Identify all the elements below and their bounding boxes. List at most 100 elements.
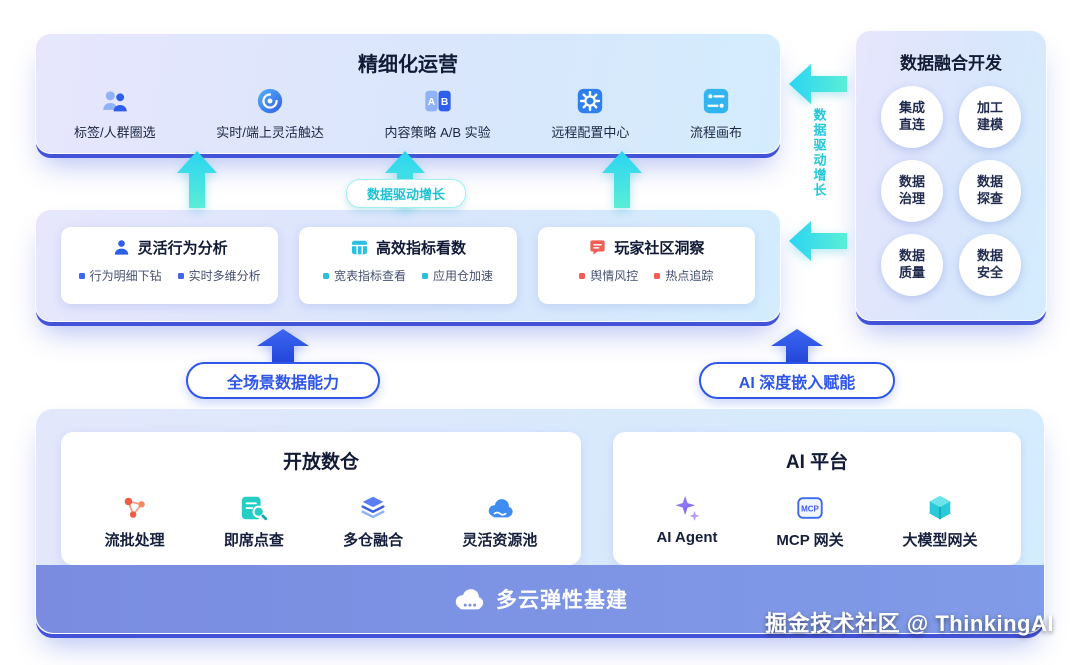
fusion-item: 加工 建模 bbox=[959, 86, 1021, 148]
card-head: 灵活行为分析 bbox=[69, 237, 270, 258]
bullet-marker bbox=[579, 272, 586, 279]
community-chat-icon bbox=[588, 238, 607, 257]
ai-agent-sparkle-icon bbox=[672, 493, 702, 523]
fusion-item-line: 质量 bbox=[898, 265, 925, 280]
fusion-item-line: 直连 bbox=[898, 117, 925, 132]
warehouse-item-multi-warehouse: 多仓融合 bbox=[343, 493, 403, 550]
bullet-item: 应用仓加速 bbox=[421, 267, 493, 284]
feature-label: 远程配置中心 bbox=[551, 125, 630, 140]
left-arrow-icon bbox=[789, 64, 847, 104]
realtime-reach-icon bbox=[255, 86, 285, 116]
open-warehouse-card: 开放数仓 流批处理 bbox=[61, 432, 581, 565]
platform-panel: 开放数仓 流批处理 bbox=[35, 408, 1045, 634]
ai-item-model-gateway: 大模型网关 bbox=[903, 493, 978, 550]
mcp-icon-text: MCP bbox=[801, 504, 819, 513]
refined-operations-items: 标签/人群圈选 实时/端上灵活触达 A bbox=[36, 77, 780, 141]
feature-item-flow-canvas: 流程画布 bbox=[690, 86, 742, 141]
gear-icon bbox=[575, 86, 605, 116]
ab-icon-letter-b: B bbox=[440, 97, 447, 108]
feature-item-remote-config: 远程配置中心 bbox=[551, 86, 629, 141]
feature-item-audience: 标签/人群圈选 bbox=[74, 86, 156, 141]
vertical-arrow-label: 数据驱动增长 bbox=[811, 108, 827, 198]
ab-test-icon: A B bbox=[423, 86, 453, 116]
ai-item-agent: AI Agent bbox=[656, 493, 718, 550]
resource-pool-icon bbox=[484, 493, 516, 523]
fusion-item-line: 安全 bbox=[976, 265, 1003, 280]
adhoc-query-icon bbox=[239, 493, 269, 523]
bullet-text: 行为明细下钻 bbox=[89, 269, 162, 283]
ai-platform-title: AI 平台 bbox=[785, 452, 849, 473]
bullet-marker bbox=[177, 272, 184, 279]
behavior-person-icon bbox=[112, 238, 131, 257]
warehouse-item-label: 灵活资源池 bbox=[462, 532, 538, 549]
stream-batch-icon bbox=[120, 493, 150, 523]
refined-operations-title: 精细化运营 bbox=[358, 54, 458, 76]
mcp-badge-icon: MCP bbox=[795, 493, 825, 523]
fusion-item-line: 加工 bbox=[976, 100, 1003, 116]
metrics-table-icon bbox=[350, 238, 369, 257]
fusion-item: 集成 直连 bbox=[881, 86, 943, 148]
fusion-item-line: 数据 bbox=[898, 248, 925, 264]
bullet-item: 实时多维分析 bbox=[177, 267, 261, 284]
bullet-marker bbox=[78, 272, 85, 279]
ai-item-label: AI Agent bbox=[656, 529, 718, 546]
fusion-item: 数据 探查 bbox=[959, 160, 1021, 222]
watermark: 掘金技术社区 @ ThinkingAI bbox=[765, 611, 1054, 636]
infra-bar: 多云弹性基建 bbox=[36, 565, 1044, 633]
card-bullets: 行为明细下钻 实时多维分析 bbox=[69, 267, 270, 284]
warehouse-item-adhoc-query: 即席点查 bbox=[224, 493, 284, 550]
ai-empower-pill: AI 深度嵌入赋能 bbox=[699, 362, 895, 399]
bullet-marker bbox=[654, 272, 661, 279]
warehouse-item-label: 多仓融合 bbox=[343, 532, 404, 549]
feature-label: 流程画布 bbox=[689, 125, 742, 140]
full-scenario-pill: 全场景数据能力 bbox=[186, 362, 380, 399]
fusion-item-line: 数据 bbox=[976, 174, 1003, 190]
ai-platform-card: AI 平台 AI Agent MCP bbox=[613, 432, 1021, 565]
open-warehouse-title: 开放数仓 bbox=[282, 452, 359, 473]
people-icon bbox=[100, 86, 130, 116]
growth-pill: 数据驱动增长 bbox=[346, 179, 466, 208]
card-title: 玩家社区洞察 bbox=[614, 240, 705, 257]
cloud-icon bbox=[452, 586, 486, 612]
fusion-item-line: 治理 bbox=[898, 191, 925, 206]
card-title: 高效指标看数 bbox=[375, 240, 466, 257]
bullet-item: 舆情风控 bbox=[579, 267, 638, 284]
feature-item-realtime-reach: 实时/端上灵活触达 bbox=[216, 86, 324, 141]
fusion-item-line: 建模 bbox=[976, 117, 1003, 132]
card-head: 玩家社区洞察 bbox=[546, 237, 747, 258]
card-community-insight: 玩家社区洞察 舆情风控 热点追踪 bbox=[537, 227, 755, 304]
card-bullets: 宽表指标查看 应用仓加速 bbox=[307, 267, 508, 284]
warehouse-item-label: 流批处理 bbox=[104, 532, 165, 549]
bullet-text: 舆情风控 bbox=[590, 269, 639, 283]
data-fusion-title: 数据融合开发 bbox=[900, 54, 1002, 73]
ai-item-mcp-gateway: MCP MCP 网关 bbox=[776, 493, 844, 550]
fusion-item: 数据 治理 bbox=[881, 160, 943, 222]
warehouse-item-label: 即席点查 bbox=[223, 532, 284, 549]
bullet-marker bbox=[421, 272, 428, 279]
fusion-item-line: 数据 bbox=[898, 174, 925, 190]
fusion-item-line: 探查 bbox=[976, 191, 1003, 206]
bullet-item: 热点追踪 bbox=[654, 267, 713, 284]
left-arrow-icon bbox=[789, 221, 847, 261]
bullet-text: 应用仓加速 bbox=[432, 269, 493, 283]
fusion-item-line: 数据 bbox=[976, 248, 1003, 264]
fusion-item: 数据 安全 bbox=[959, 234, 1021, 296]
feature-item-ab-test: A B 内容策略 A/B 实验 bbox=[385, 86, 491, 141]
card-bullets: 舆情风控 热点追踪 bbox=[546, 267, 747, 284]
up-arrow-blue-icon bbox=[257, 329, 309, 363]
bullet-text: 热点追踪 bbox=[665, 269, 714, 283]
bullet-marker bbox=[322, 272, 329, 279]
model-gateway-cube-icon bbox=[925, 493, 955, 523]
card-metrics-view: 高效指标看数 宽表指标查看 应用仓加速 bbox=[299, 227, 517, 304]
card-head: 高效指标看数 bbox=[307, 237, 508, 258]
card-behavior-analysis: 灵活行为分析 行为明细下钻 实时多维分析 bbox=[61, 227, 279, 304]
ai-item-label: 大模型网关 bbox=[902, 532, 978, 549]
data-fusion-panel: 数据融合开发 集成 直连 加工 建模 数据 治理 数据 探查 数据 质量 bbox=[855, 30, 1047, 321]
infra-bar-label: 多云弹性基建 bbox=[496, 589, 628, 612]
multi-warehouse-icon bbox=[358, 493, 388, 523]
fusion-item: 数据 质量 bbox=[881, 234, 943, 296]
bullet-item: 宽表指标查看 bbox=[322, 267, 406, 284]
up-arrow-icon bbox=[177, 151, 217, 208]
up-arrow-blue-icon bbox=[771, 329, 823, 363]
